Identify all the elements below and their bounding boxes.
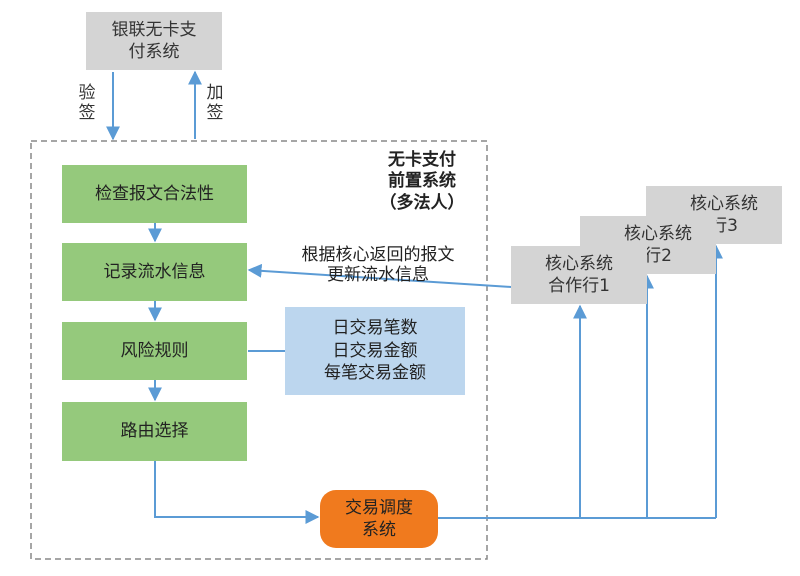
route-to-dispatch-arrow — [154, 461, 320, 524]
core-bank-1-box: 核心系统 合作行1 — [511, 246, 647, 304]
verify-label: 验签 — [78, 83, 96, 123]
risk-rules-detail-box: 日交易笔数 日交易金额 每笔交易金额 — [285, 307, 465, 395]
step-record-flow: 记录流水信息 — [62, 243, 247, 301]
step-risk-rules: 风险规则 — [62, 322, 247, 380]
transaction-dispatch-system: 交易调度 系统 — [320, 490, 438, 548]
core-return-arrow — [247, 263, 512, 288]
unionpay-system-box: 银联无卡支 付系统 — [86, 12, 222, 70]
step-route-selection: 路由选择 — [62, 402, 247, 461]
core-bank-2-box: 核心系统 行2 — [580, 216, 716, 274]
update-flow-note: 根据核心返回的报文 更新流水信息 — [301, 245, 455, 286]
step-validate-message: 检查报文合法性 — [62, 165, 247, 223]
frontend-boundary — [30, 140, 488, 560]
frontend-system-title: 无卡支付 前置系统 （多法人） — [379, 150, 465, 213]
sign-label: 加签 — [206, 83, 224, 123]
